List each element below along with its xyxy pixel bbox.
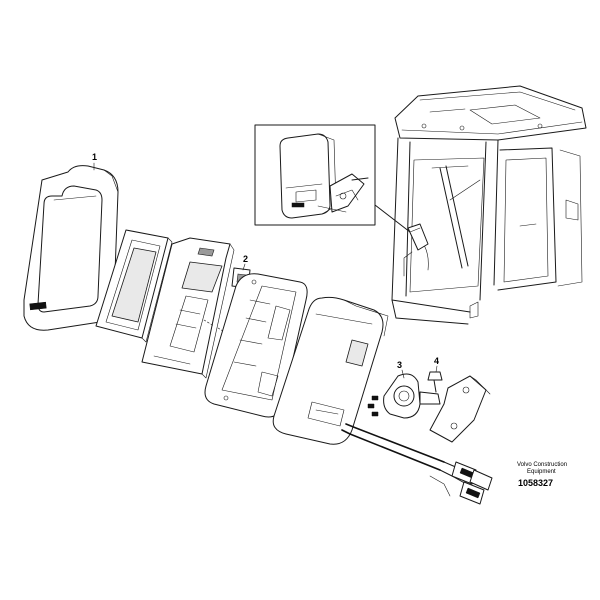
cab-illustration — [391, 85, 587, 325]
caption-brand-line1: Volvo Construction — [517, 462, 567, 468]
callout-2: 2 — [243, 254, 248, 264]
callout-3: 3 — [397, 360, 402, 370]
caption-brand-line2: Equipment — [527, 469, 556, 475]
screw-and-plate: 4 — [427, 356, 491, 443]
callout-4: 4 — [434, 356, 439, 366]
rear-housing — [204, 273, 308, 418]
front-bezel: 1 — [23, 152, 119, 331]
display-panel — [95, 229, 173, 343]
rear-cover — [272, 296, 445, 471]
cable-harness — [429, 461, 493, 505]
mount-bracket: 3 — [367, 360, 441, 419]
mini-logo-icon — [291, 202, 305, 208]
detail-inset — [254, 124, 411, 233]
drawing-code: 1058327 — [518, 478, 553, 488]
callout-1: 1 — [92, 152, 97, 162]
caption-block: Volvo Construction Equipment 1058327 — [517, 462, 567, 488]
volvo-logo-icon — [29, 301, 47, 311]
